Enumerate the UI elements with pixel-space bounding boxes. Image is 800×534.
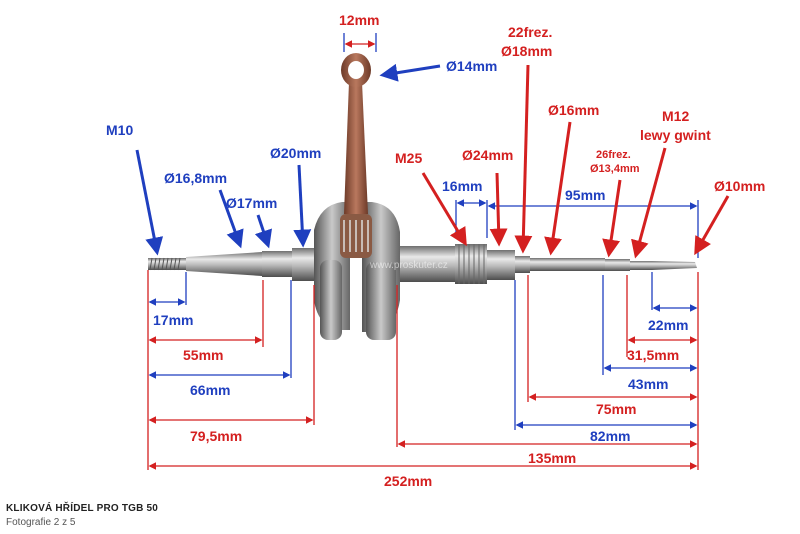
label-22frez: 22frez. — [508, 24, 552, 40]
label-d16: Ø16mm — [548, 102, 599, 118]
dimension-labels: 17mm 55mm 66mm 79,5mm 22mm 31,5mm 43mm 7… — [153, 312, 688, 489]
label-m10: M10 — [106, 122, 133, 138]
label-d16-8: Ø16,8mm — [164, 170, 227, 186]
label-95mm: 95mm — [565, 187, 605, 203]
dim-252mm: 252mm — [384, 473, 432, 489]
callout-arrows — [135, 63, 730, 259]
dim-135mm: 135mm — [528, 450, 576, 466]
label-m12: M12 — [662, 108, 689, 124]
label-16mm: 16mm — [442, 178, 482, 194]
dim-79-5mm: 79,5mm — [190, 428, 242, 444]
dim-43mm: 43mm — [628, 376, 668, 392]
label-d20: Ø20mm — [270, 145, 321, 161]
label-d13-4: Ø13,4mm — [590, 163, 640, 175]
label-lewy-gwint: lewy gwint — [640, 127, 711, 143]
label-d18: Ø18mm — [501, 43, 552, 59]
crankshaft-diagram: www.proskuter.cz — [106, 12, 765, 489]
label-26frez: 26frez. — [596, 149, 631, 161]
label-d10: Ø10mm — [714, 178, 765, 194]
dim-66mm: 66mm — [190, 382, 230, 398]
caption-subtitle: Fotografie 2 z 5 — [6, 517, 76, 528]
crankshaft-part: www.proskuter.cz — [148, 53, 697, 340]
label-12mm: 12mm — [339, 12, 379, 28]
label-m25: M25 — [395, 150, 422, 166]
dim-22mm: 22mm — [648, 317, 688, 333]
dim-75mm: 75mm — [596, 401, 636, 417]
dim-55mm: 55mm — [183, 347, 223, 363]
image-caption: KLIKOVÁ HŘÍDEL PRO TGB 50 Fotografie 2 z… — [6, 503, 158, 528]
caption-title: KLIKOVÁ HŘÍDEL PRO TGB 50 — [6, 503, 159, 514]
label-d24: Ø24mm — [462, 147, 513, 163]
dim-17mm: 17mm — [153, 312, 193, 328]
dim-82mm: 82mm — [590, 428, 630, 444]
dim-31-5mm: 31,5mm — [627, 347, 679, 363]
label-d17: Ø17mm — [226, 195, 277, 211]
label-d14: Ø14mm — [446, 58, 497, 74]
dimension-lines — [147, 33, 699, 470]
watermark: www.proskuter.cz — [369, 260, 448, 271]
part-labels: M10 Ø16,8mm Ø17mm Ø20mm 12mm Ø14mm 22fre… — [106, 12, 765, 211]
